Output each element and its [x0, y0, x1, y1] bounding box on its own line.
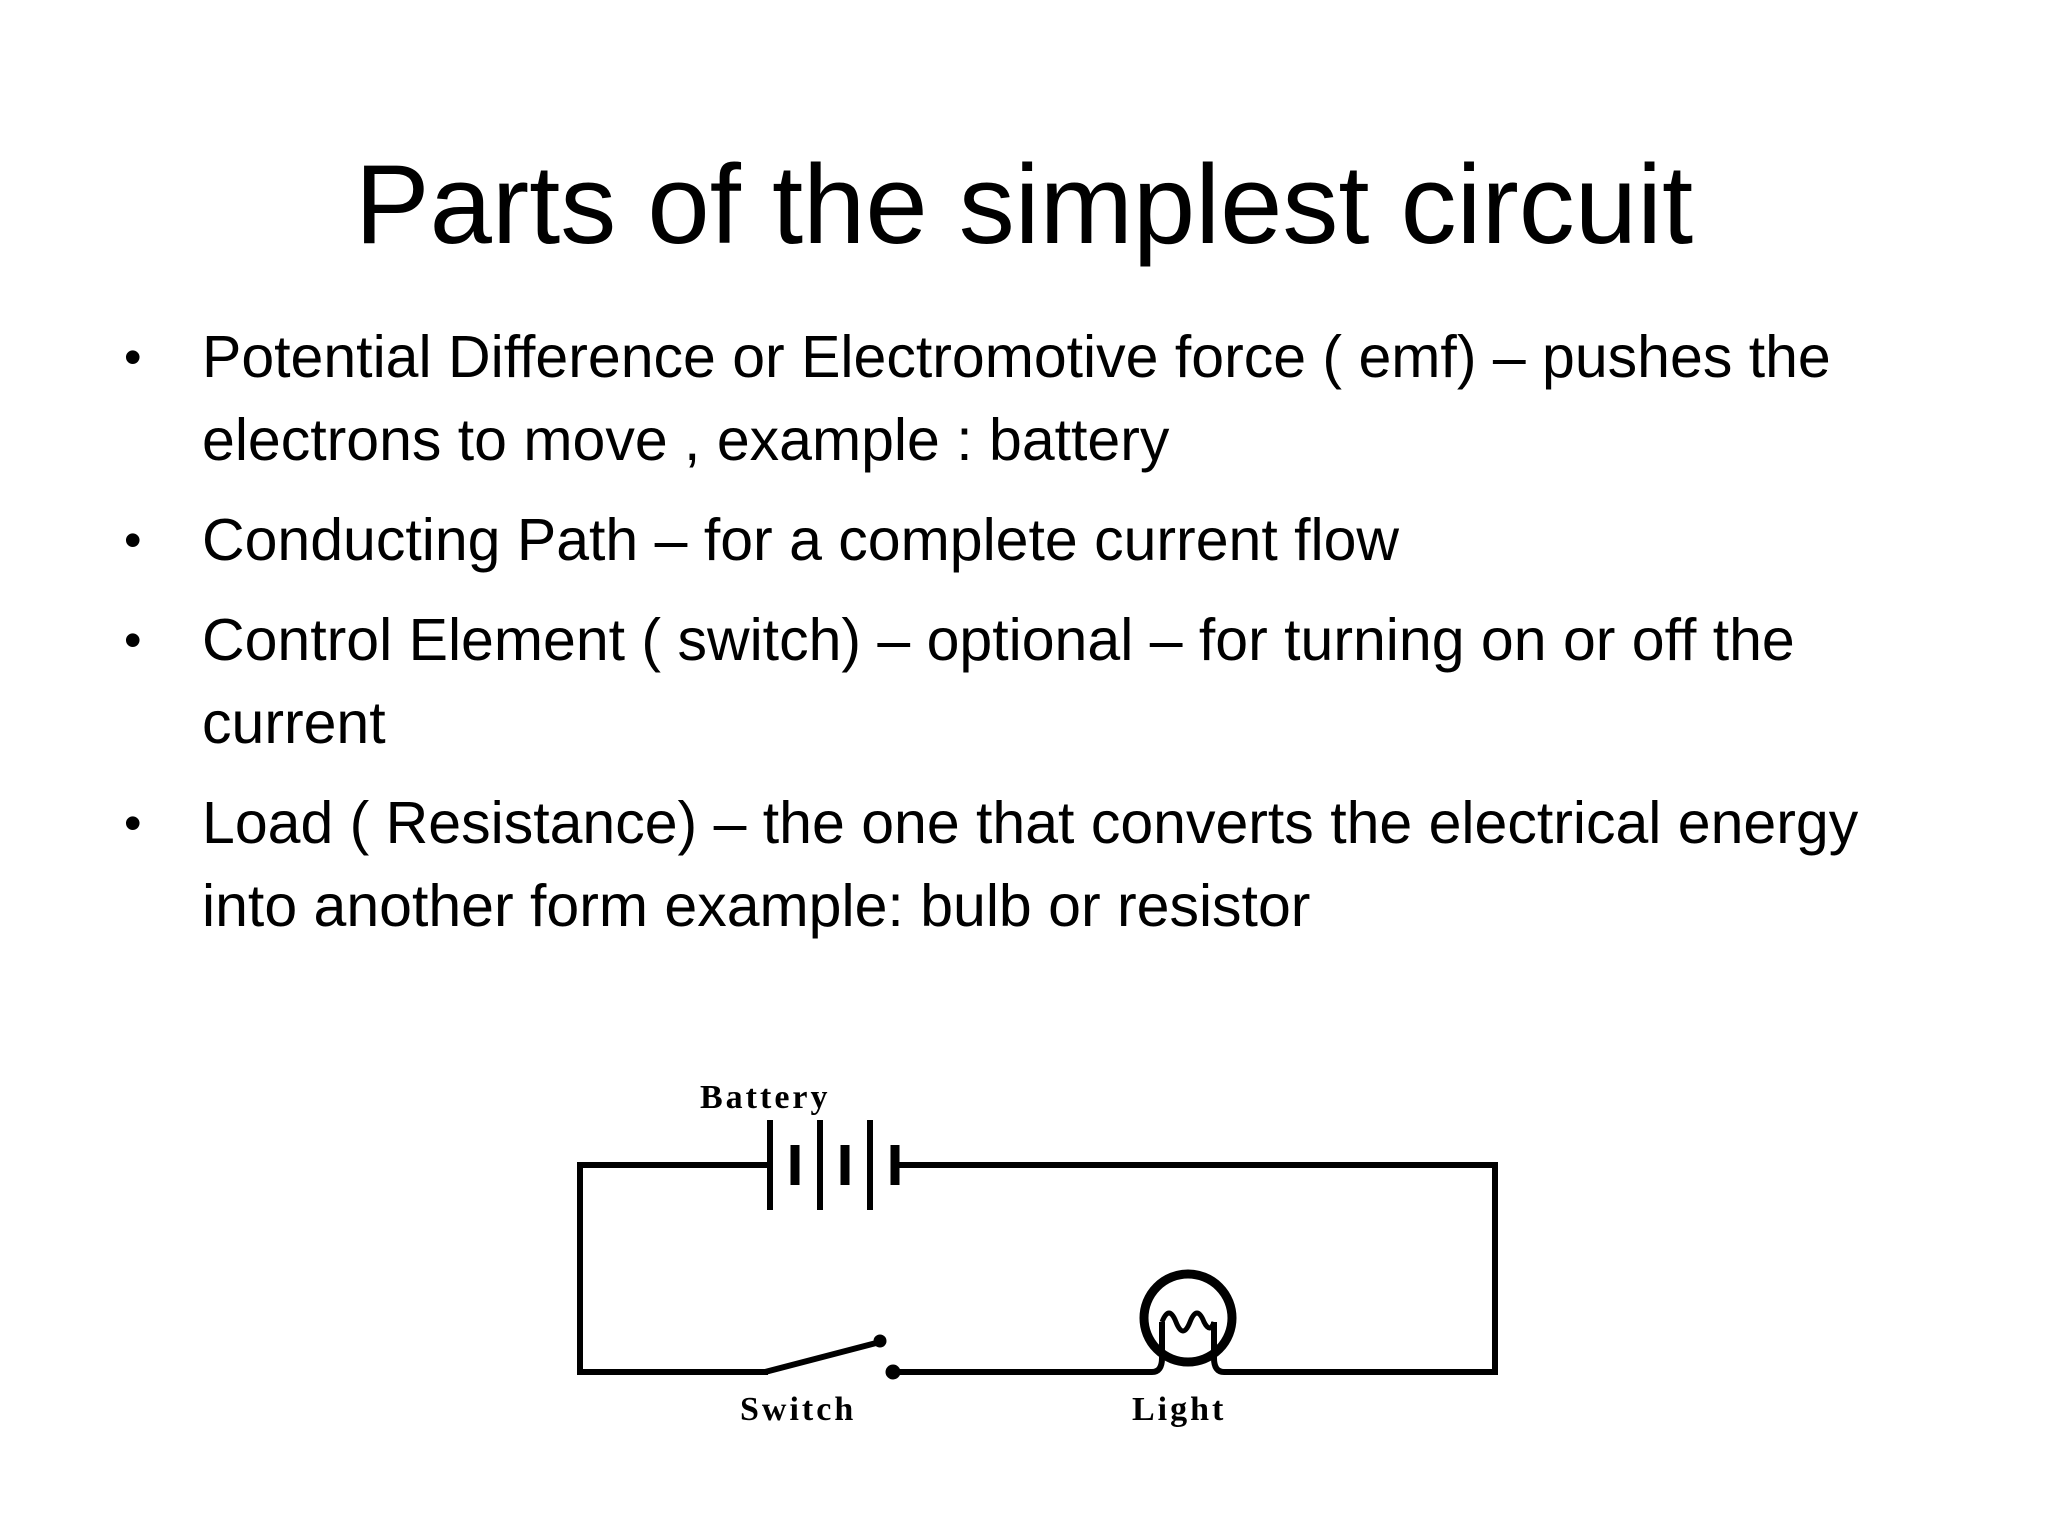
bullet-text: Load ( Resistance) – the one that conver…: [202, 790, 1859, 939]
slide-title: Parts of the simplest circuit: [354, 142, 1694, 267]
bullet-text: Control Element ( switch) – optional – f…: [202, 607, 1795, 756]
bullet-item-emf: • Potential Difference or Electromotive …: [118, 316, 1948, 482]
light-bulb-icon: [1139, 1269, 1237, 1375]
circuit-wires: [577, 1162, 1498, 1375]
switch-icon: [762, 1334, 901, 1380]
bullet-list: • Potential Difference or Electromotive …: [118, 316, 1948, 965]
switch-label: Switch: [740, 1391, 856, 1428]
bullet-text: Conducting Path – for a complete current…: [202, 507, 1400, 573]
light-label: Light: [1132, 1391, 1226, 1428]
bullet-item-conducting-path: • Conducting Path – for a complete curre…: [118, 499, 1948, 582]
bullet-text: Potential Difference or Electromotive fo…: [202, 324, 1831, 473]
circuit-diagram: Battery Switch Light: [560, 1060, 1520, 1440]
battery-label: Battery: [700, 1079, 831, 1116]
bullet-item-load: • Load ( Resistance) – the one that conv…: [118, 782, 1948, 948]
bullet-dot-icon: •: [124, 612, 142, 668]
bullet-dot-icon: •: [124, 795, 142, 851]
battery-icon: [760, 1120, 900, 1210]
bullet-item-control-element: • Control Element ( switch) – optional –…: [118, 599, 1948, 765]
bullet-dot-icon: •: [124, 329, 142, 385]
bullet-dot-icon: •: [124, 512, 142, 568]
